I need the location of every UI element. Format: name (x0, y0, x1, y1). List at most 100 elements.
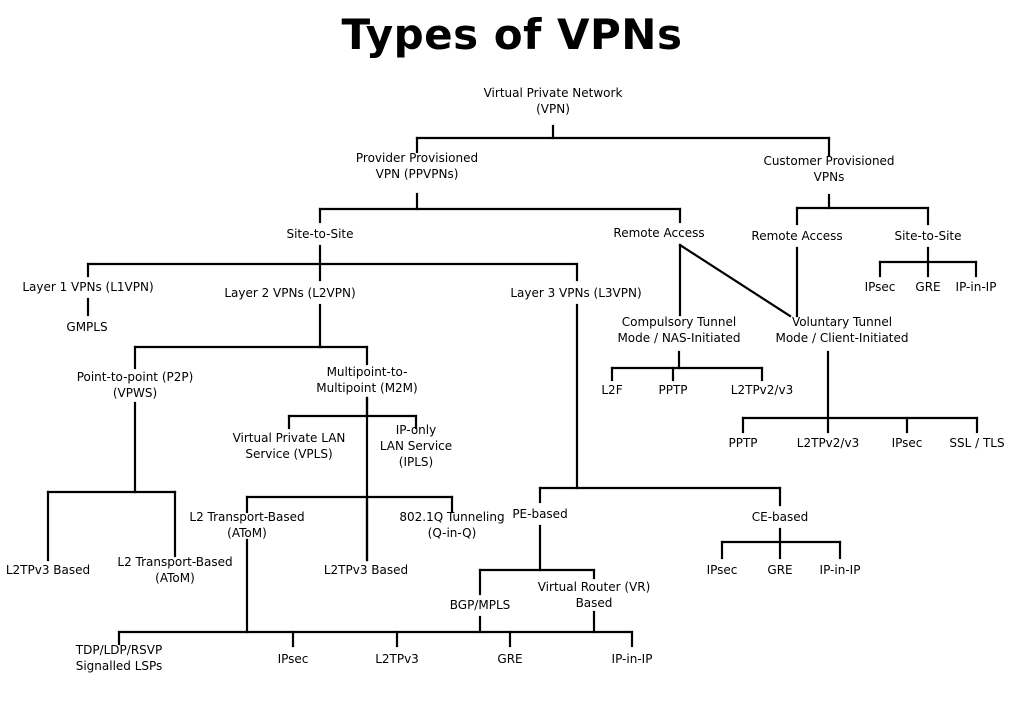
node-line: PPTP (728, 436, 757, 450)
node-line: Remote Access (751, 229, 842, 243)
node-line: (Q-in-Q) (428, 526, 477, 540)
node-line: GMPLS (66, 320, 107, 334)
node-line: Mode / NAS-Initiated (617, 331, 740, 345)
node-line: L2F (601, 383, 622, 397)
node-line: L2 Transport-Based (189, 510, 304, 524)
node-line: VPN (PPVPNs) (376, 167, 459, 181)
node-line: Mode / Client-Initiated (775, 331, 908, 345)
node-tdp: TDP/LDP/RSVP Signalled LSPs (75, 643, 163, 673)
node-dot1q: 802.1Q Tunneling (Q-in-Q) (399, 510, 504, 540)
node-line: Layer 1 VPNs (L1VPN) (22, 280, 153, 294)
node-line: L2TPv3 (375, 652, 419, 666)
node-line: Virtual Private Network (484, 86, 623, 100)
node-b-ipinip: IP-in-IP (612, 652, 653, 666)
node-bgp-mpls: BGP/MPLS (450, 598, 511, 612)
node-l3vpn: Layer 3 VPNs (L3VPN) (510, 286, 641, 300)
node-pe-based: PE-based (512, 507, 567, 521)
node-l2vpn: Layer 2 VPNs (L2VPN) (224, 286, 355, 300)
node-vol-pptp: PPTP (728, 436, 757, 450)
node-line: Customer Provisioned (763, 154, 894, 168)
node-b-gre: GRE (497, 652, 522, 666)
node-cp-gre: GRE (915, 280, 940, 294)
node-line: IP-only (396, 423, 436, 437)
node-comp-l2tp: L2TPv2/v3 (731, 383, 793, 397)
node-labels: Virtual Private Network (VPN) Provider Pro… (6, 86, 1005, 673)
node-line: Virtual Private LAN (233, 431, 346, 445)
node-line: Based (576, 596, 613, 610)
node-line: (AToM) (227, 526, 267, 540)
node-line: L2TPv3 Based (324, 563, 408, 577)
node-line: IPsec (278, 652, 309, 666)
node-line: GRE (767, 563, 792, 577)
node-line: Service (VPLS) (245, 447, 332, 461)
node-line: (IPLS) (399, 455, 433, 469)
node-vr-based: Virtual Router (VR) Based (538, 580, 651, 610)
node-cp-remote-access: Remote Access (751, 229, 842, 243)
node-line: Provider Provisioned (356, 151, 478, 165)
node-line: IPsec (707, 563, 738, 577)
node-line: L2TPv2/v3 (731, 383, 793, 397)
node-cp-ipinip: IP-in-IP (956, 280, 997, 294)
connector-line (678, 243, 792, 318)
node-p2p: Point-to-point (P2P) (VPWS) (77, 370, 194, 400)
node-line: BGP/MPLS (450, 598, 511, 612)
node-line: L2 Transport-Based (117, 555, 232, 569)
node-line: L2TPv2/v3 (797, 436, 859, 450)
node-cp-site-to-site: Site-to-Site (894, 229, 961, 243)
node-line: VPNs (814, 170, 845, 184)
diagram-title: Types of VPNs (341, 10, 683, 59)
node-line: PPTP (658, 383, 687, 397)
node-line: 802.1Q Tunneling (399, 510, 504, 524)
node-line: SSL / TLS (949, 436, 1004, 450)
node-gmpls: GMPLS (66, 320, 107, 334)
node-comp-pptp: PPTP (658, 383, 687, 397)
node-line: IP-in-IP (612, 652, 653, 666)
node-l2tpv3-p: L2TPv3 Based (6, 563, 90, 577)
node-line: Voluntary Tunnel (792, 315, 892, 329)
node-line: Site-to-Site (286, 227, 353, 241)
node-line: Remote Access (613, 226, 704, 240)
node-ce-gre: GRE (767, 563, 792, 577)
node-l2transport-p: L2 Transport-Based (AToM) (117, 555, 232, 585)
node-l2tpv3-m: L2TPv3 Based (324, 563, 408, 577)
node-line: GRE (915, 280, 940, 294)
node-site-to-site: Site-to-Site (286, 227, 353, 241)
node-vol-ipsec: IPsec (892, 436, 923, 450)
node-line: Multipoint (M2M) (316, 381, 417, 395)
node-m2m: Multipoint-to-Multipoint (M2M) (316, 365, 417, 395)
node-line: Point-to-point (P2P) (77, 370, 194, 384)
node-vol-ssl: SSL / TLS (949, 436, 1004, 450)
node-ce-based: CE-based (752, 510, 809, 524)
node-line: TDP/LDP/RSVP (75, 643, 162, 657)
node-b-ipsec: IPsec (278, 652, 309, 666)
node-line: Virtual Router (VR) (538, 580, 651, 594)
node-line: L2TPv3 Based (6, 563, 90, 577)
node-line: (VPN) (536, 102, 570, 116)
node-line: IP-in-IP (956, 280, 997, 294)
node-comp-l2f: L2F (601, 383, 622, 397)
node-line: LAN Service (380, 439, 452, 453)
node-line: (AToM) (155, 571, 195, 585)
node-line: Layer 3 VPNs (L3VPN) (510, 286, 641, 300)
node-vpls: Virtual Private LAN Service (VPLS) (233, 431, 346, 461)
node-line: GRE (497, 652, 522, 666)
node-vol-l2tp: L2TPv2/v3 (797, 436, 859, 450)
node-cp-ipsec: IPsec (865, 280, 896, 294)
connector-lines (46, 124, 979, 648)
node-l1vpn: Layer 1 VPNs (L1VPN) (22, 280, 153, 294)
node-line: (VPWS) (113, 386, 157, 400)
node-line: IPsec (865, 280, 896, 294)
node-remote-access: Remote Access (613, 226, 704, 240)
node-ce-ipinip: IP-in-IP (820, 563, 861, 577)
node-ce-ipsec: IPsec (707, 563, 738, 577)
node-l2transport-m: L2 Transport-Based (AToM) (189, 510, 304, 540)
node-line: PE-based (512, 507, 567, 521)
node-line: Layer 2 VPNs (L2VPN) (224, 286, 355, 300)
node-line: Signalled LSPs (76, 659, 163, 673)
node-line: Site-to-Site (894, 229, 961, 243)
